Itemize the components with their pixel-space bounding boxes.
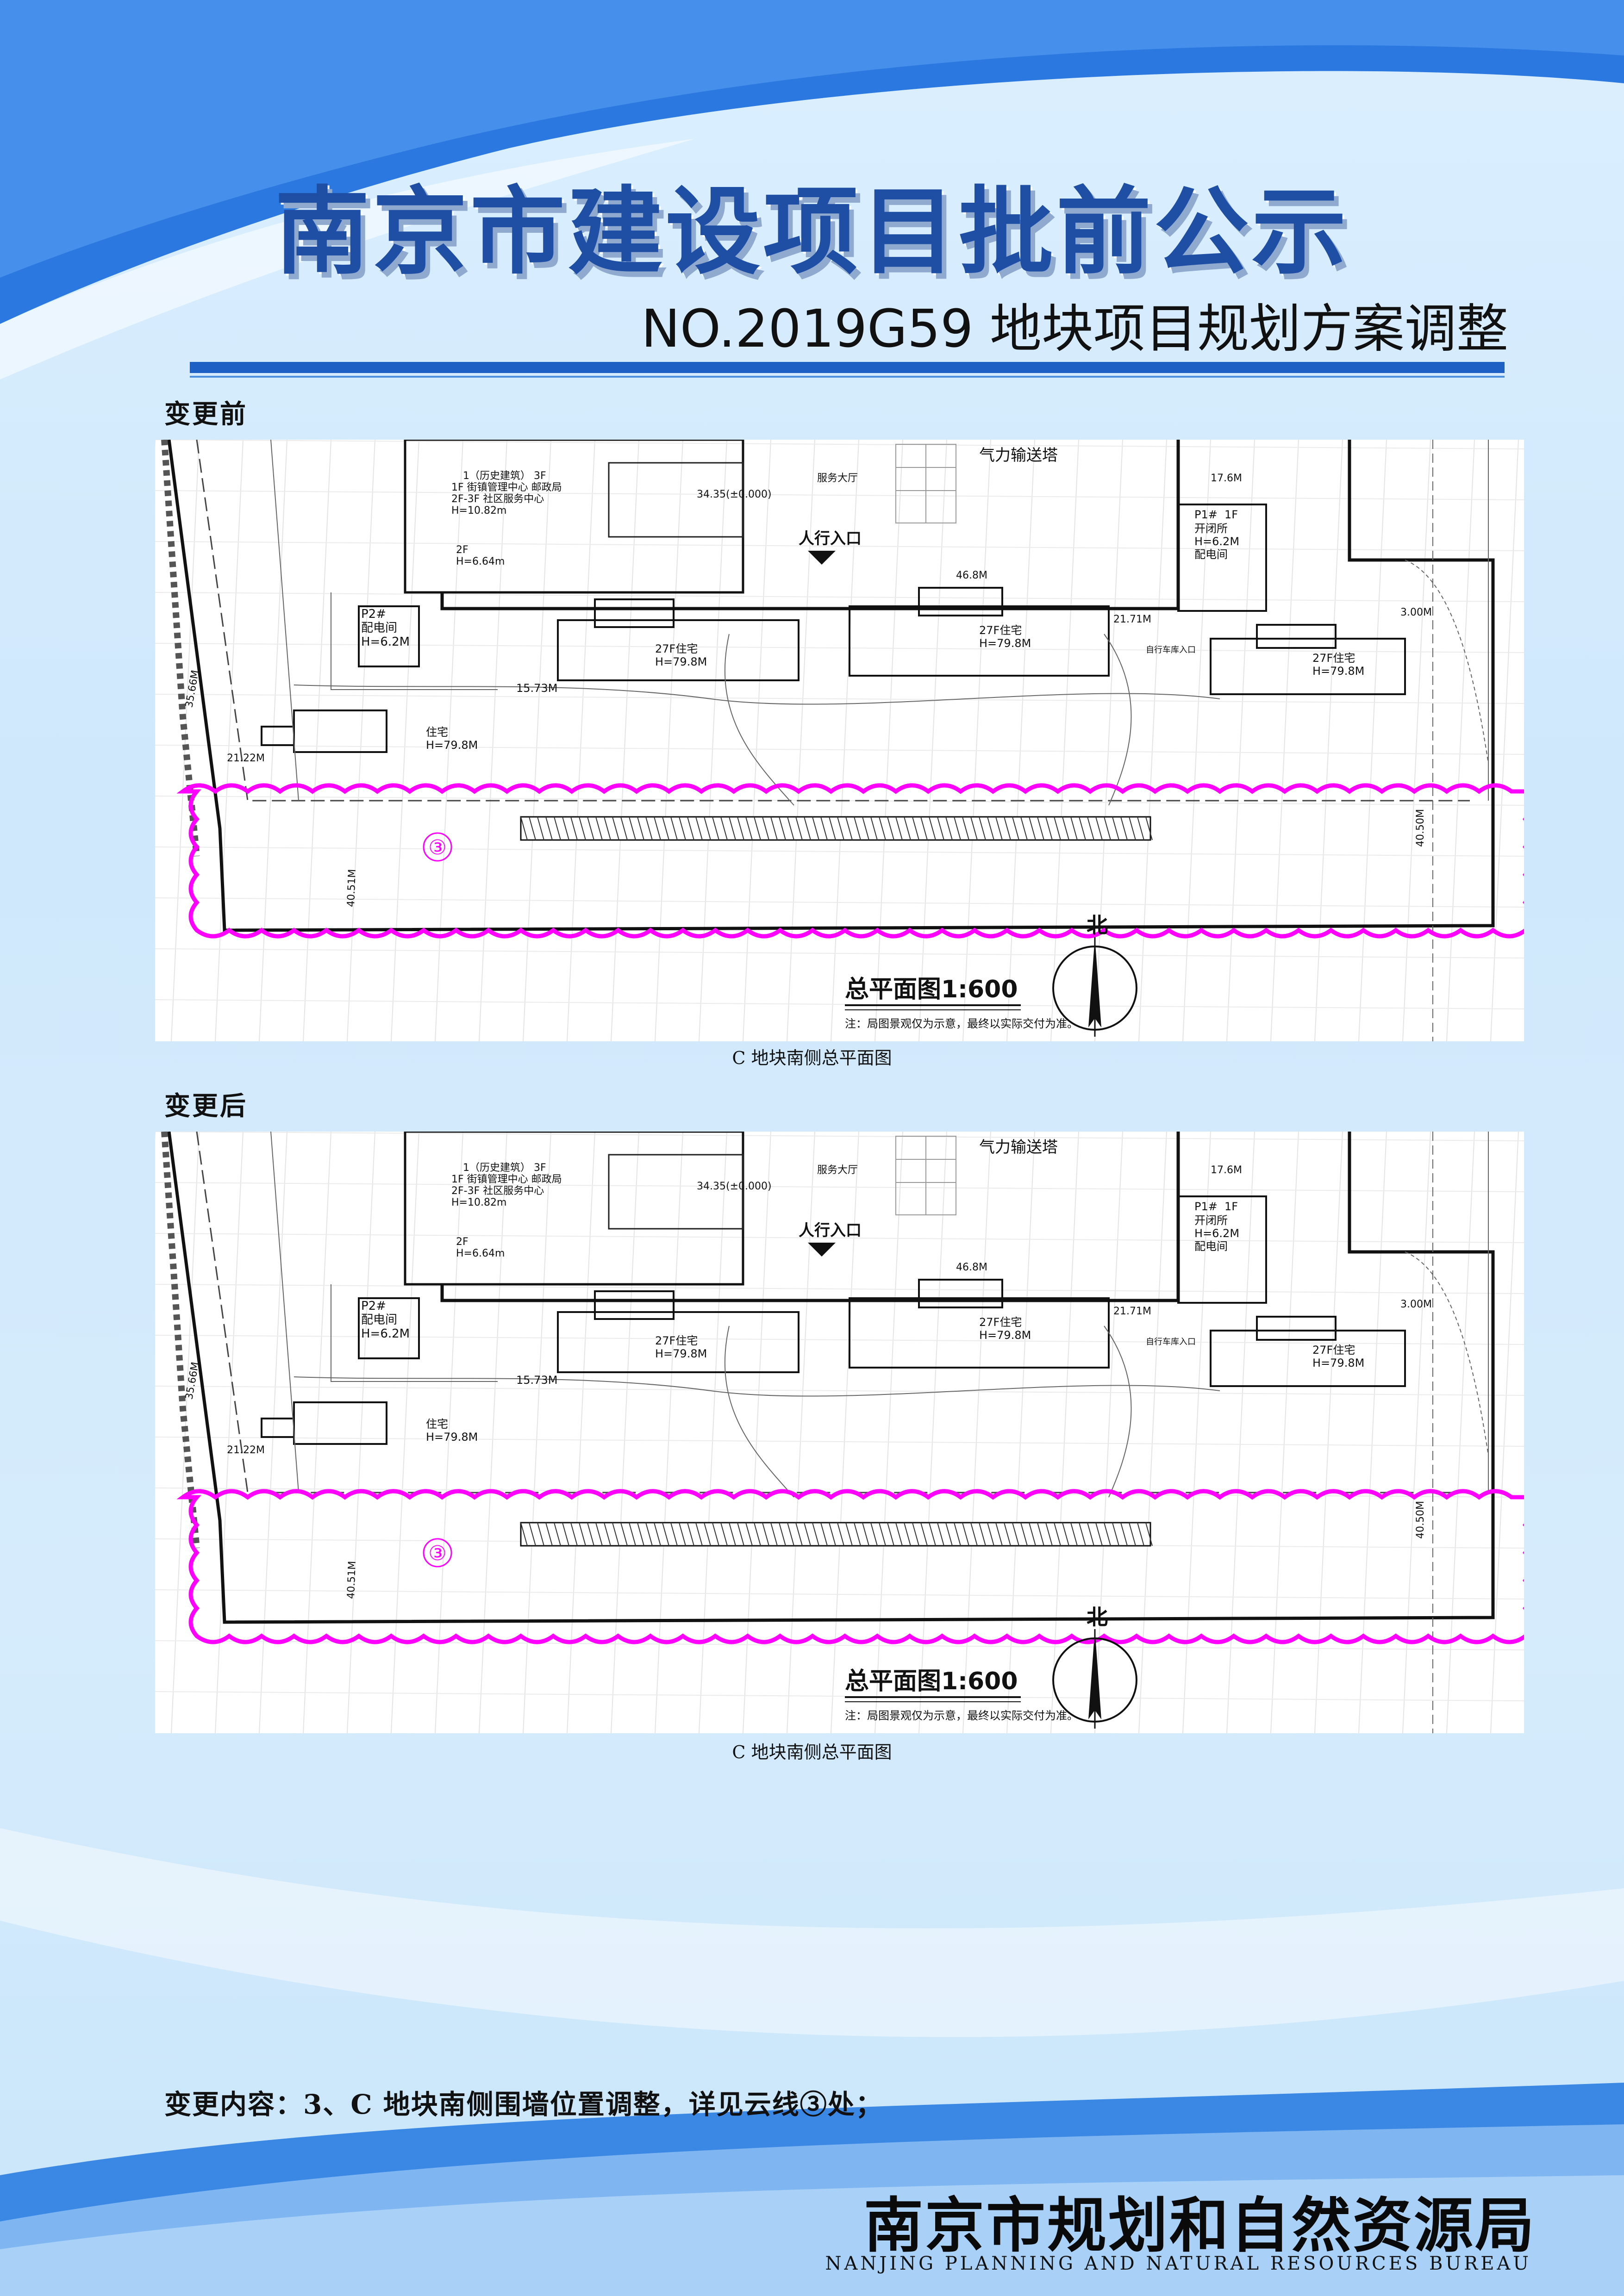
plan-label: 21.22M	[227, 1444, 265, 1456]
plan-label: 27F住宅	[655, 642, 698, 655]
plan-label: 配电间	[361, 621, 397, 635]
bureau-name: 南京市规划和自然资源局	[863, 2191, 1536, 2260]
plan-label: 注：局图景观仅为示意，最终以实际交付为准。	[845, 1709, 1078, 1722]
plan-label: P2#	[361, 1299, 386, 1313]
page-subtitle: NO.2019G59 地块项目规划方案调整	[641, 299, 1508, 359]
plan-label: H=6.64m	[456, 1248, 505, 1259]
section-label-before: 变更前	[164, 399, 248, 429]
plan-label: 40.51M	[345, 1561, 358, 1599]
title-divider-thin	[190, 376, 1505, 378]
plan-label: 3.00M	[1400, 607, 1432, 618]
plan-label: H=79.8M	[1312, 665, 1364, 678]
title-divider	[190, 362, 1505, 373]
change-description: 变更内容：3、C 地块南侧围墙位置调整，详见云线③处；	[164, 2089, 883, 2120]
plan-caption-before: C 地块南侧总平面图	[732, 1048, 892, 1068]
revision-marker: ③	[428, 836, 446, 859]
plan-label: 15.73M	[516, 1374, 557, 1387]
plan-label: 开闭所	[1194, 1214, 1228, 1227]
plan-label: 1F 街镇管理中心 邮政局	[451, 482, 562, 493]
plan-label: 2F	[456, 544, 468, 556]
plan-label: 21.71M	[1113, 614, 1151, 625]
plan-label: 27F住宅	[979, 624, 1022, 637]
plan-label: 1F	[1224, 508, 1238, 521]
plan-label: 配电间	[1194, 548, 1228, 561]
section-label-after: 变更后	[164, 1091, 248, 1121]
plan-label: 27F住宅	[979, 1316, 1022, 1329]
page-title: 南京市建设项目批前公示	[275, 176, 1349, 287]
plan-label: 3.00M	[1400, 1299, 1432, 1310]
site-plan-after: ③ 北总平面图1:600 注：局图景观仅为示意，最终以实际交付为准。 气力输送塔人行入…	[155, 1132, 1524, 1733]
plan-label: H=79.8M	[979, 637, 1031, 650]
plan-label: H=79.8M	[655, 655, 707, 668]
revision-cloud	[176, 783, 1524, 939]
plan-label: 2F-3F 社区服务中心	[451, 493, 544, 505]
plan-label: 46.8M	[956, 570, 987, 581]
plan-label: 人行入口	[799, 1221, 862, 1240]
plan-label: 21.22M	[227, 753, 265, 764]
plan-label: 注：局图景观仅为示意，最终以实际交付为准。	[845, 1017, 1078, 1030]
plan-label: 配电间	[1194, 1240, 1228, 1253]
plan-label: P1#	[1194, 508, 1218, 521]
plan-label: 40.50M	[1415, 1501, 1426, 1539]
plan-label: H=6.2M	[361, 1327, 410, 1341]
plan-label: 2F	[456, 1236, 468, 1248]
plan-label: 自行车库入口	[1146, 645, 1196, 655]
plan-label: 1F 街镇管理中心 邮政局	[451, 1174, 562, 1185]
plan-label: 自行车库入口	[1146, 1337, 1196, 1347]
plan-label: 1F	[1224, 1200, 1238, 1213]
plan-label: 40.50M	[1415, 809, 1426, 847]
plan-label: 34.35(±0.000)	[697, 489, 772, 500]
plan-label: H=79.8M	[426, 739, 478, 752]
plan-label: 配电间	[361, 1313, 397, 1327]
plan-caption-after: C 地块南侧总平面图	[732, 1742, 892, 1762]
plan-label: 46.8M	[956, 1262, 987, 1273]
revision-marker: ③	[428, 1542, 446, 1565]
plan-label: 北	[1087, 1605, 1108, 1630]
plan-label: H=6.64m	[456, 556, 505, 567]
plan-label: H=10.82m	[451, 505, 506, 516]
plan-label: 2F-3F 社区服务中心	[451, 1185, 544, 1197]
plan-label: 人行入口	[799, 529, 862, 548]
plan-label: 气力输送塔	[979, 1138, 1058, 1157]
plan-label: 服务大厅	[817, 473, 858, 484]
plan-label: H=79.8M	[1312, 1356, 1364, 1369]
plan-label: 27F住宅	[655, 1334, 698, 1347]
plan-label: H=79.8M	[655, 1347, 707, 1360]
revision-marker-circle	[423, 1538, 452, 1568]
plan-label: 总平面图1:600	[845, 1668, 1018, 1695]
plan-label: 服务大厅	[817, 1164, 858, 1176]
plan-label: 住宅	[426, 726, 448, 739]
plan-label: H=6.2M	[1194, 1227, 1239, 1240]
plan-label: H=79.8M	[979, 1329, 1031, 1342]
plan-label: 开闭所	[1194, 522, 1228, 535]
plan-label: 17.6M	[1211, 473, 1242, 484]
plan-label: H=10.82m	[451, 1197, 506, 1208]
plan-label: H=79.8M	[426, 1431, 478, 1444]
site-plan-before: ③ 北总平面图1:600 注：局图景观仅为示意，最终以实际交付为准。 气力输送塔人行入…	[155, 440, 1524, 1041]
plan-label: 27F住宅	[1312, 652, 1355, 665]
plan-label: 1（历史建筑） 3F	[463, 470, 546, 482]
plan-label: 21.71M	[1113, 1306, 1151, 1317]
plan-label: 15.73M	[516, 682, 557, 695]
plan-label: 27F住宅	[1312, 1344, 1355, 1356]
revision-marker-circle	[423, 832, 452, 862]
plan-label: H=6.2M	[361, 635, 410, 649]
plan-label: 17.6M	[1211, 1164, 1242, 1176]
plan-label: 1（历史建筑） 3F	[463, 1162, 546, 1174]
plan-label: 总平面图1:600	[845, 976, 1018, 1003]
plan-label: P1#	[1194, 1200, 1218, 1213]
plan-label: 40.51M	[345, 869, 358, 907]
revision-cloud	[176, 1489, 1524, 1644]
plan-label: H=6.2M	[1194, 535, 1239, 548]
plan-label: 北	[1087, 913, 1108, 938]
plan-label: P2#	[361, 607, 386, 621]
plan-label: 住宅	[426, 1418, 448, 1431]
plan-label: 34.35(±0.000)	[697, 1181, 772, 1192]
bureau-name-english: NANJING PLANNING AND NATURAL RESOURCES B…	[825, 2253, 1531, 2274]
plan-label: 气力输送塔	[979, 446, 1058, 465]
